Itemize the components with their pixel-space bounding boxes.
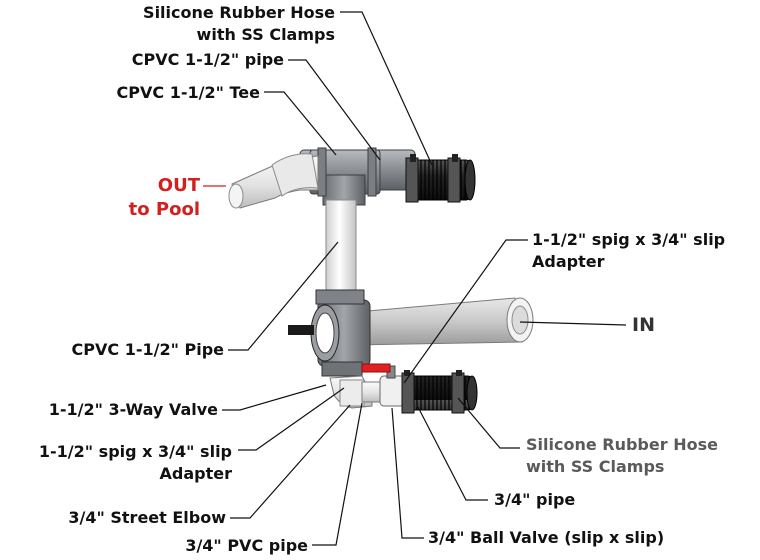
label-hose-top-line1: Silicone Rubber Hose	[143, 3, 335, 22]
label-adapter-bottom-line2: Adapter	[159, 464, 232, 483]
cpvc-tee	[309, 147, 381, 206]
label-adapter-bottom: 1-1/2" spig x 3/4" slip Adapter	[0, 441, 232, 485]
label-pvc-pipe: 3/4" PVC pipe	[185, 536, 308, 555]
leader-three-quarter-pipe	[417, 406, 488, 501]
hose-top	[405, 154, 476, 203]
label-cpvc-pipe-top: CPVC 1-1/2" pipe	[131, 50, 284, 69]
label-adapter-top-line2: Adapter	[532, 252, 605, 271]
hose-bottom	[401, 370, 478, 414]
label-hose-top-line2: with SS Clamps	[196, 25, 335, 44]
in-pipe	[344, 297, 534, 346]
label-adapter-top: 1-1/2" spig x 3/4" slip Adapter	[532, 229, 725, 273]
label-adapter-top-line1: 1-1/2" spig x 3/4" slip	[532, 230, 726, 249]
label-street-elbow: 3/4" Street Elbow	[68, 508, 226, 527]
leader-street-elbow	[230, 404, 351, 519]
label-in: IN	[632, 314, 655, 336]
label-adapter-bottom-line1: 1-1/2" spig x 3/4" slip	[38, 442, 232, 461]
leader-cpvc-vertical	[228, 241, 339, 351]
label-three-quarter-pipe: 3/4" pipe	[494, 490, 576, 509]
label-ball-valve: 3/4" Ball Valve (slip x slip)	[428, 528, 665, 547]
leader-cpvc-pipe-top	[288, 59, 381, 161]
label-cpvc-tee: CPVC 1-1/2" Tee	[116, 83, 260, 102]
three-way-valve	[288, 289, 371, 377]
leader-adapter-top	[403, 239, 528, 384]
leader-ball-valve	[391, 407, 424, 539]
out-pipe	[228, 153, 319, 209]
leader-hose-top	[340, 11, 433, 166]
leader-lines	[203, 11, 627, 546]
label-out-line1: OUT	[157, 175, 200, 196]
leader-hose-bottom	[457, 397, 520, 449]
cpvc-vertical-pipe	[325, 199, 357, 306]
leader-in	[519, 321, 627, 326]
leader-pvc-pipe	[312, 402, 363, 546]
label-hose-bottom-line2: with SS Clamps	[526, 457, 665, 476]
label-hose-bottom: Silicone Rubber Hose with SS Clamps	[526, 434, 718, 478]
leader-adapter-bottom	[238, 387, 345, 451]
leader-three-way-valve	[222, 384, 327, 411]
leader-cpvc-tee	[264, 91, 337, 156]
label-out-line2: to Pool	[128, 199, 200, 220]
label-hose-top: Silicone Rubber Hose with SS Clamps	[100, 2, 335, 46]
label-hose-bottom-line1: Silicone Rubber Hose	[526, 435, 718, 454]
label-out: OUT to Pool	[90, 174, 200, 222]
label-three-way-valve: 1-1/2" 3-Way Valve	[48, 400, 218, 419]
label-cpvc-vertical: CPVC 1-1/2" Pipe	[71, 340, 224, 359]
